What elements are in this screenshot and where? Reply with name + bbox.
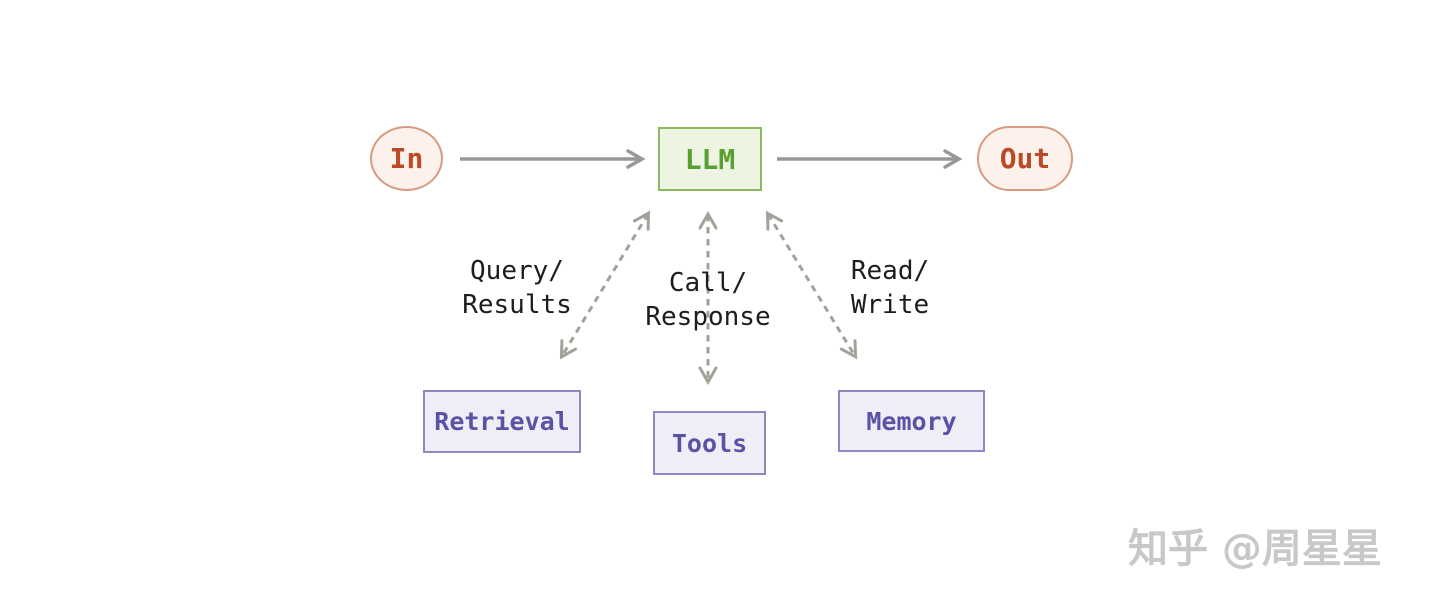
node-in: In: [370, 126, 443, 191]
edge-label-line: Write: [850, 290, 930, 320]
arrow-llm-retrieval-dashed: [559, 210, 651, 360]
edge-label-line: Response: [645, 302, 771, 332]
edge-label-query-results: Query/ Results: [407, 254, 627, 322]
edge-label-read-write: Read/ Write: [780, 254, 1000, 322]
node-tools: Tools: [653, 411, 766, 475]
node-retrieval: Retrieval: [423, 390, 581, 453]
edge-label-line: Read/: [850, 256, 930, 286]
node-memory: Memory: [838, 390, 985, 452]
edge-label-call-response: Call/ Response: [598, 266, 818, 334]
node-out: Out: [977, 126, 1073, 191]
edge-label-line: Call/: [668, 268, 748, 298]
arrow-llm-memory-dashed: [765, 210, 858, 360]
watermark-zhihu: 知乎 @周星星: [1128, 526, 1382, 572]
node-llm: LLM: [658, 127, 762, 191]
edge-label-line: Query/: [470, 256, 564, 286]
edge-label-line: Results: [462, 290, 572, 320]
